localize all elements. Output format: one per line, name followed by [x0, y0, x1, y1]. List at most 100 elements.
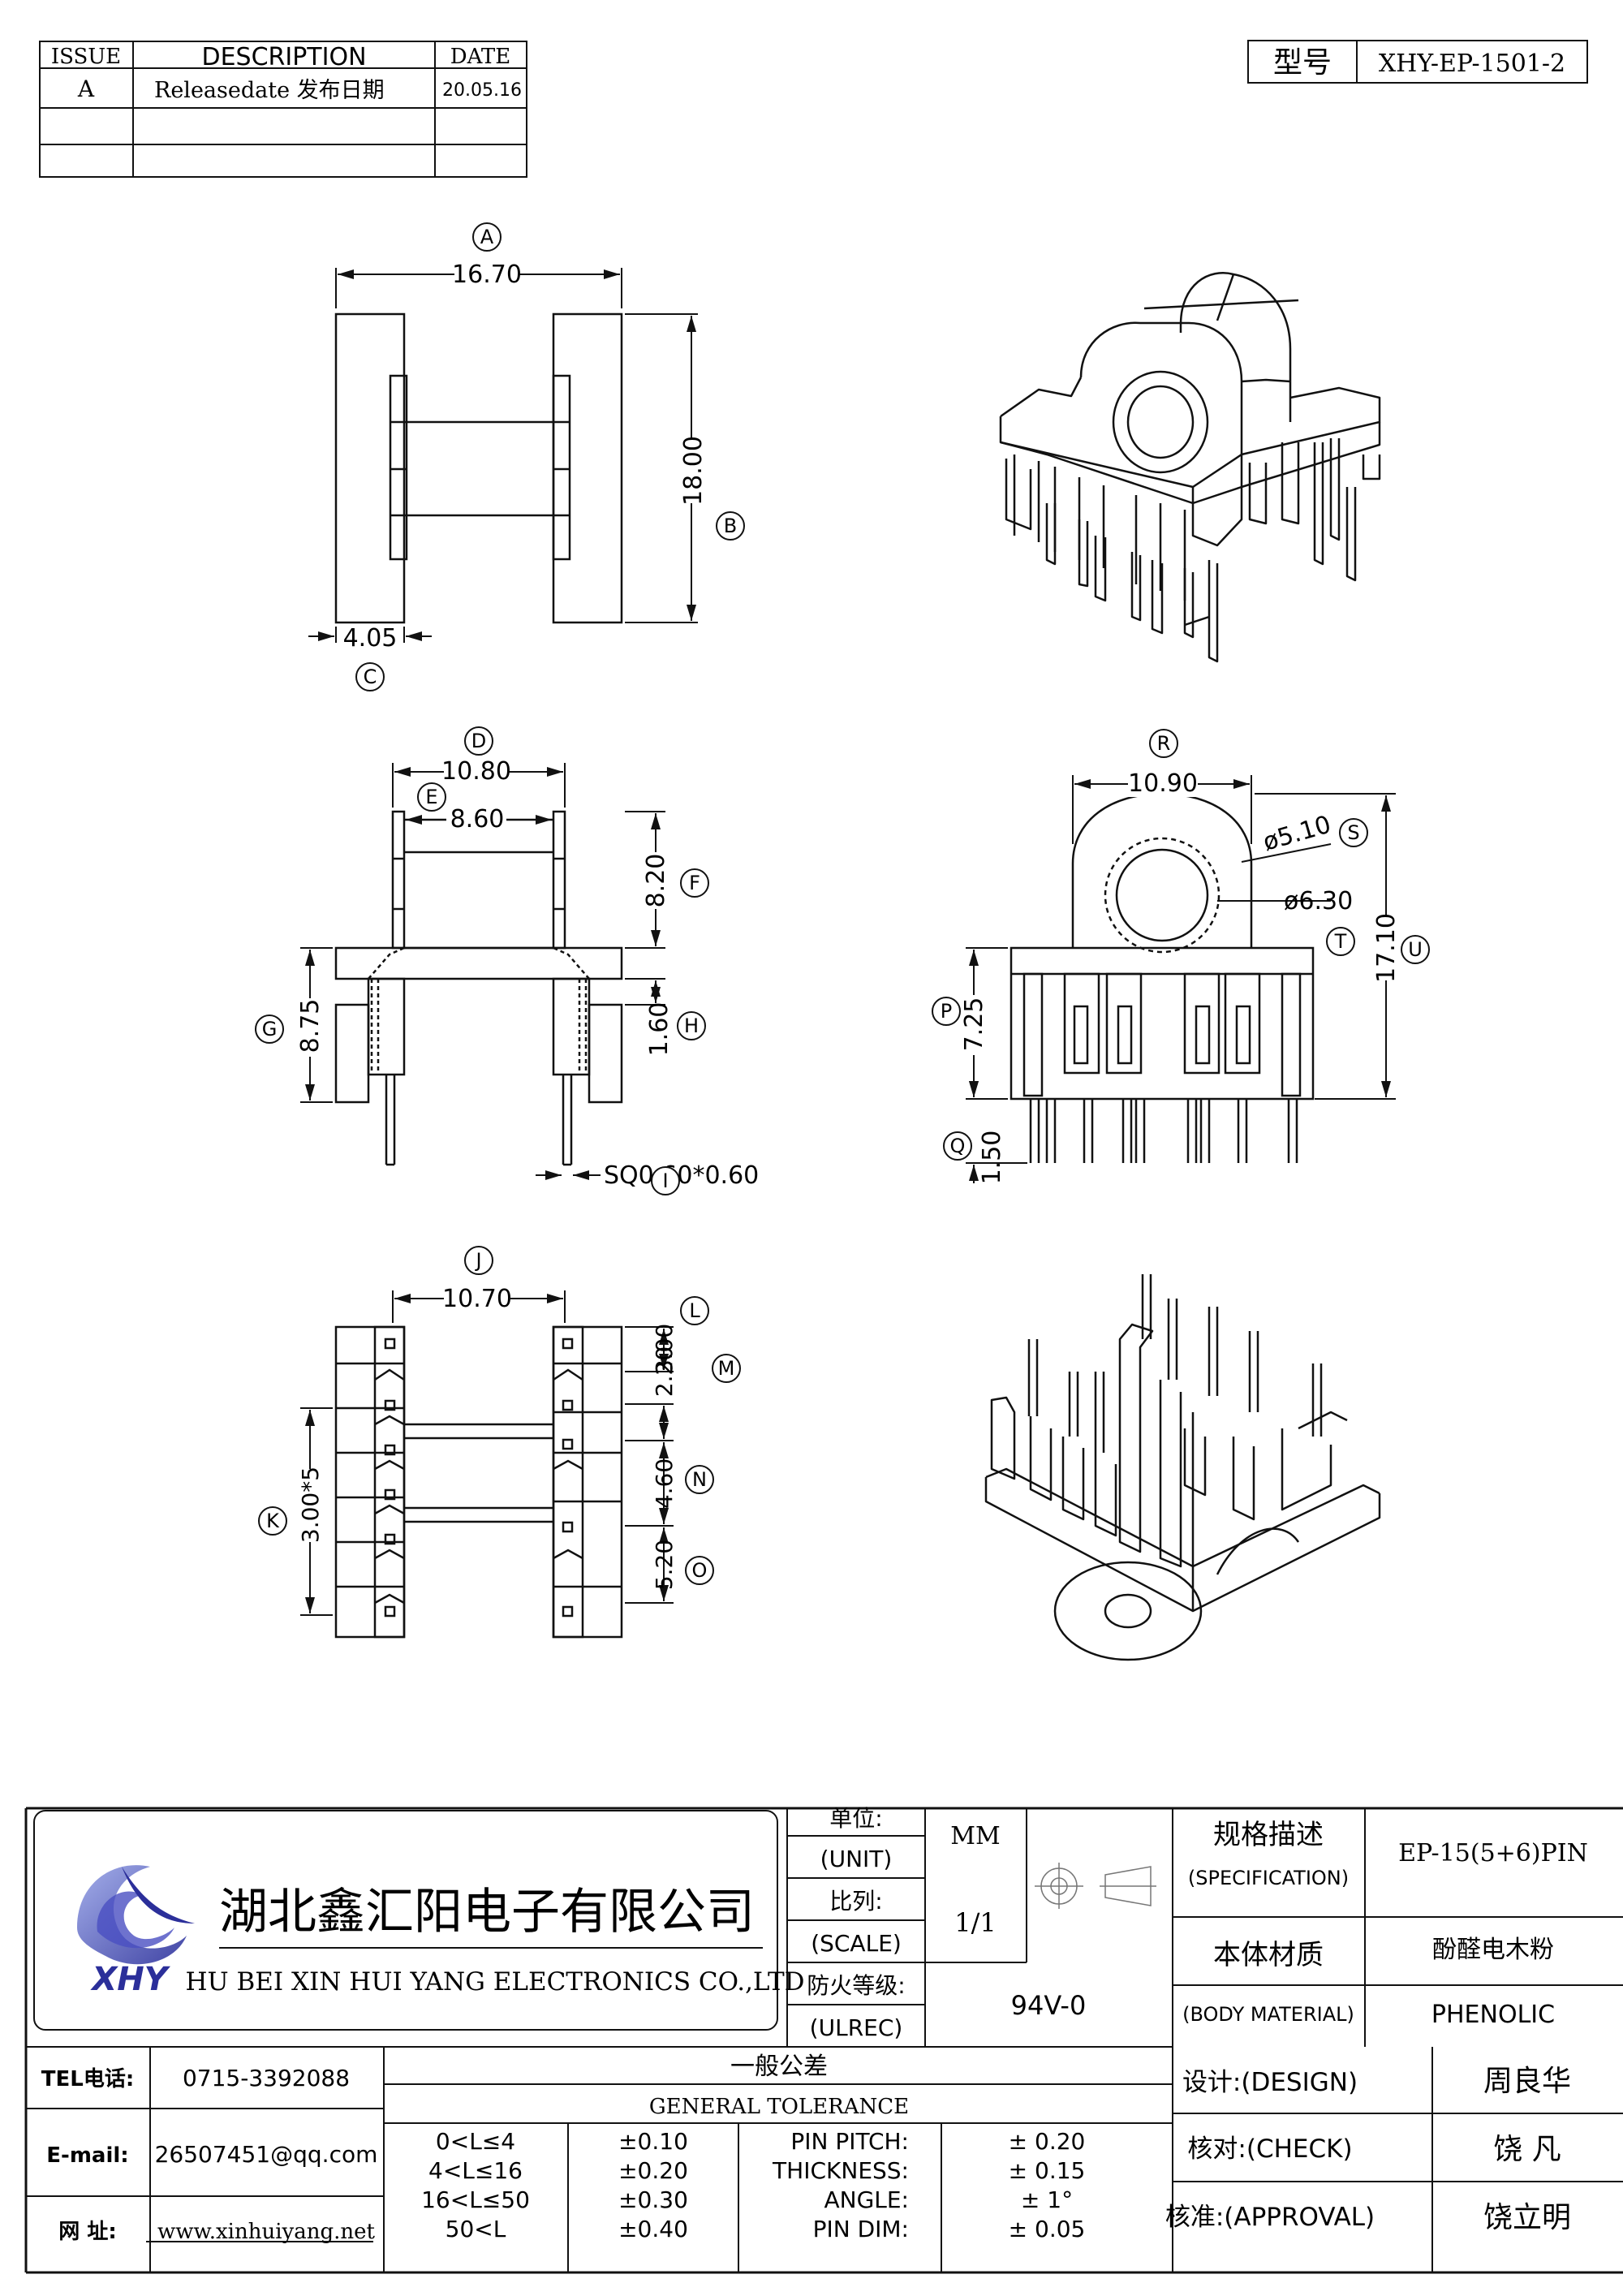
tolerance-value: ±0.10: [618, 2128, 688, 2155]
tolerance-value: ±0.20: [618, 2157, 688, 2184]
dimension-letter: N: [692, 1468, 707, 1491]
title-block-frame: [26, 1808, 1623, 2274]
dimension-letter: I: [662, 1170, 668, 1192]
dimension-label-i: I: [651, 1166, 680, 1195]
model-label: 型号: [1273, 46, 1332, 80]
check-name: 饶 凡: [1493, 2133, 1561, 2166]
fire-rating-label-en: (ULREC): [810, 2014, 903, 2041]
dimension-label-s: S: [1339, 818, 1368, 847]
tolerance-range: 50<L: [446, 2216, 506, 2242]
tolerance-table: 0<L≤4±0.104<L≤16±0.2016<L≤50±0.3050<L±0.…: [421, 2128, 1085, 2242]
scale-label-cn: 比列:: [829, 1888, 882, 1915]
dim-i-value: SQ0.60*0.60: [604, 1161, 759, 1190]
pin-tolerance-label: PIN PITCH:: [790, 2128, 909, 2155]
pin-tolerance-label: THICKNESS:: [772, 2157, 909, 2184]
dimension-letter: D: [471, 730, 486, 752]
revision-date-cell: 20.05.16: [442, 80, 522, 101]
logo-text: XHY: [89, 1961, 170, 1998]
dimension-label-l: L: [680, 1296, 709, 1325]
dimension-label-e: E: [417, 782, 446, 812]
dimension-letter: C: [364, 666, 377, 688]
tolerance-range: 4<L≤16: [428, 2157, 523, 2184]
tolerance-title-en: GENERAL TOLERANCE: [649, 2095, 909, 2119]
email-value: 26507451@qq.com: [155, 2141, 378, 2168]
iso-view-bottom: [984, 1274, 1381, 1661]
dimension-label-n: N: [685, 1465, 714, 1494]
spec-label-cn: 规格描述: [1213, 1819, 1324, 1851]
revision-issue-cell: A: [77, 75, 95, 102]
dim-h-value: 1.60: [645, 1002, 674, 1057]
pin-tolerance-value: ± 0.20: [1009, 2128, 1086, 2155]
spec-label-en: (SPECIFICATION): [1188, 1867, 1349, 1889]
tolerance-range: 0<L≤4: [436, 2128, 515, 2155]
web-label: 网 址:: [58, 2220, 116, 2244]
dimension-label-m: M: [712, 1354, 741, 1383]
pin-tolerance-label: ANGLE:: [824, 2186, 909, 2213]
dimension-label-h: H: [677, 1011, 706, 1040]
dim-k-value: 3.00*5: [297, 1467, 324, 1543]
company-name-cn: 湖北鑫汇阳电子有限公司: [219, 1884, 755, 1941]
dimension-label-j: J: [464, 1246, 493, 1275]
unit-label-cn: 单位:: [829, 1805, 882, 1832]
model-box: [1247, 40, 1588, 84]
dimension-letter: J: [474, 1249, 481, 1272]
dimension-label-r: R: [1149, 729, 1178, 758]
model-value: XHY-EP-1501-2: [1379, 50, 1565, 78]
tel-label: TEL电话:: [41, 2067, 134, 2091]
dim-u-value: 17.10: [1372, 913, 1401, 983]
dimension-letter: K: [266, 1510, 280, 1532]
dim-n-value: 4.60: [651, 1458, 678, 1509]
dimension-label-f: F: [680, 868, 709, 898]
revision-description-header: DESCRIPTION: [201, 43, 366, 71]
dimension-label-d: D: [464, 726, 493, 756]
material-value-cn: 酚醛电木粉: [1432, 1936, 1554, 1964]
dimension-letter: H: [684, 1014, 699, 1037]
bottom-view: [334, 1325, 623, 1639]
dimension-letter: F: [689, 872, 700, 894]
dim-p-value: 7.25: [960, 997, 988, 1052]
side-view: [334, 810, 623, 1166]
material-label-cn: 本体材质: [1213, 1939, 1324, 1971]
fire-rating-label-cn: 防火等级:: [807, 1972, 905, 1999]
dimension-label-t: T: [1326, 927, 1355, 956]
company-name-en: HU BEI XIN HUI YANG ELECTRONICS CO.,LTD: [185, 1967, 804, 1997]
tolerance-range: 16<L≤50: [421, 2186, 530, 2213]
design-label: 设计:(DESIGN): [1182, 2068, 1358, 2097]
revision-table: [39, 41, 527, 178]
dimension-letter: B: [724, 515, 737, 537]
dimension-letter: G: [262, 1018, 278, 1040]
dim-e-value: 8.60: [450, 805, 505, 834]
dimension-letter: Q: [950, 1135, 966, 1157]
dimension-letter: P: [941, 1000, 952, 1023]
dimension-label-g: G: [255, 1014, 284, 1044]
design-name: 周良华: [1483, 2065, 1571, 2098]
dimension-label-b: B: [716, 511, 745, 541]
dimension-label-a: A: [472, 222, 502, 252]
dimension-label-o: O: [685, 1556, 714, 1585]
email-label: E-mail:: [46, 2143, 128, 2168]
dimension-letter: A: [480, 226, 494, 248]
top-view: [334, 312, 623, 624]
dimension-label-p: P: [932, 997, 961, 1026]
dim-f-value: 8.20: [642, 854, 670, 908]
dim-m-value: 2.20: [651, 1346, 678, 1397]
pin-tolerance-value: ± 0.15: [1009, 2157, 1086, 2184]
dim-g-value: 8.75: [296, 999, 325, 1053]
dim-d-value: 10.80: [441, 757, 511, 786]
dimension-letter: T: [1334, 930, 1347, 953]
revision-issue-header: ISSUE: [51, 45, 121, 69]
dimension-label-q: Q: [943, 1131, 972, 1161]
dim-r-value: 10.90: [1128, 769, 1198, 798]
material-label-en: (BODY MATERIAL): [1182, 2003, 1354, 2026]
tolerance-value: ±0.40: [618, 2216, 688, 2242]
dimension-letter: M: [718, 1357, 735, 1380]
dim-l-value: 3.00: [651, 1324, 678, 1374]
tolerance-title-cn: 一般公差: [730, 2053, 828, 2081]
revision-date-header: DATE: [450, 45, 511, 69]
dim-j-value: 10.70: [442, 1285, 512, 1313]
check-label: 核对:(CHECK): [1187, 2134, 1352, 2164]
web-value[interactable]: www.xinhuiyang.net: [157, 2220, 375, 2244]
dimension-letter: E: [425, 786, 437, 808]
unit-value: MM: [950, 1822, 1000, 1850]
